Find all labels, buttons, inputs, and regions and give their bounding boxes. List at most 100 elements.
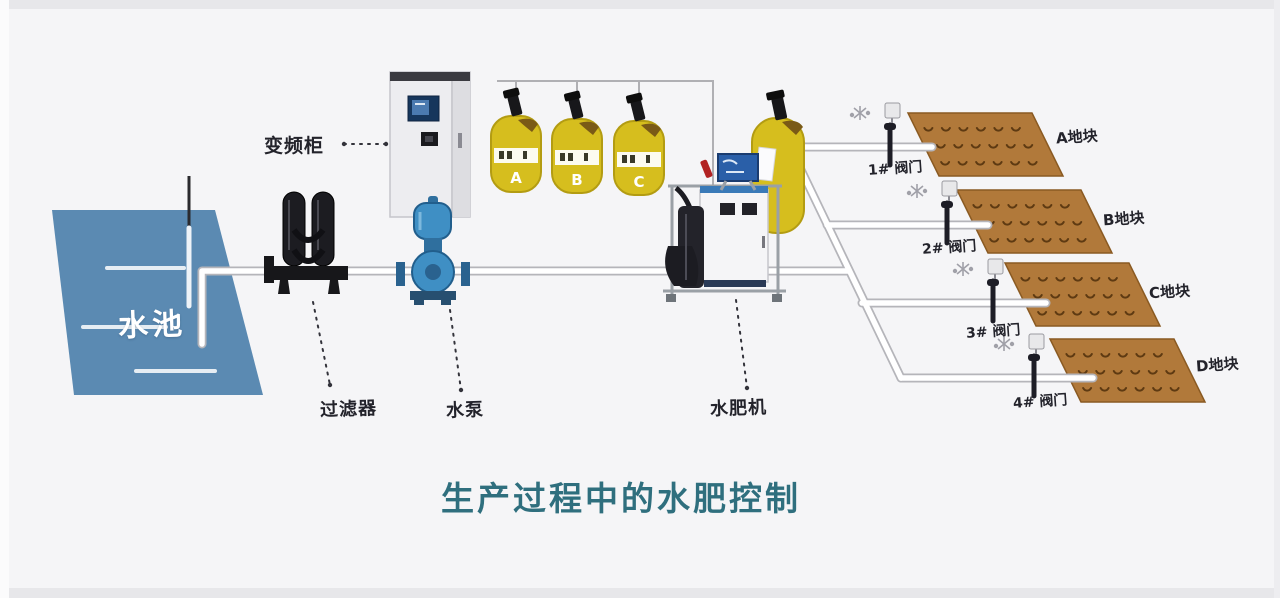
filter-base [272,266,348,280]
filter-cross-pipes [291,228,326,264]
filter-leg [328,280,340,294]
pump-label: 水泵 [445,399,485,422]
pump-neck [424,238,442,252]
plot-d-label: D地块 [1195,354,1240,376]
tank-valve-icon [625,92,646,122]
tank-valve-icon [563,90,584,120]
solenoid-box [987,258,1004,275]
machine-gauge-right [742,203,757,215]
filter-pointer-line [312,301,331,386]
sprinkler-icon [993,337,1015,351]
machine-top-strip [700,186,768,193]
sprinkler-icon [906,184,928,198]
tank-letter-b: B [571,171,582,189]
filter-leg [278,280,290,294]
keypad-window [425,136,433,142]
solenoid-box [941,180,958,197]
pump-foot [414,299,424,305]
dosing-body [665,246,699,286]
monitor-stand [719,180,728,191]
top-edge-band [0,0,1280,9]
machine-label: 水肥机 [709,397,768,420]
valve-1 [849,102,901,168]
valve-handle [884,123,896,130]
right-edge-band [1274,0,1280,598]
annotation-lines [312,143,748,391]
tank-band-marks [622,155,650,163]
valve-1-label: 1# 阀门 [867,159,923,179]
valve-4 [993,333,1045,399]
fertigation-machine [663,146,786,302]
fertilizer-tank-c: C [613,92,665,196]
cart-foot [772,294,782,302]
filter-unit [264,191,348,294]
volute-hub [425,264,441,280]
machine-door-handle [762,236,765,248]
pump-base [410,291,456,300]
valve-2-label: 2# 阀门 [921,238,977,258]
plot-c-label: C地块 [1148,281,1191,303]
crop-rows [923,127,1038,166]
pump-pointer-line [449,309,462,391]
pump-outlet-flange [461,262,470,286]
pool-label: 水池 [117,306,187,345]
plot-field-d [1048,338,1207,403]
annotation-dots [327,141,750,393]
valve-3 [952,258,1004,324]
fertilizer-tank-a: A [490,87,542,193]
valve-2 [906,180,958,246]
tank-letter-a: A [510,169,522,187]
pump-inlet-flange [396,262,405,286]
plot-field-c [1003,262,1162,327]
red-lever [700,159,713,178]
water-ripples [81,266,217,373]
tank-letter-c: C [633,173,644,191]
cabinet-door-shade [453,80,470,217]
valve-3-label: 3# 阀门 [965,322,1021,342]
valve-handle [987,279,999,286]
crop-rows [1020,277,1135,316]
water-pump [396,196,470,305]
cart-foot [666,294,676,302]
fertilizer-tanks: A B [490,87,805,234]
zone-valves [849,102,1045,399]
sprinkler-icon [952,262,974,276]
tank-band-marks [560,153,588,161]
bottom-edge-band [0,588,1280,598]
machine-pointer-line [735,299,748,389]
filter-label: 过滤器 [319,398,378,421]
machine-monitor [717,153,759,191]
tank-collar [782,120,803,135]
cabinet-top-strip [390,72,470,81]
manifold-trunk [787,144,904,381]
solenoid-box [1028,333,1045,350]
tank-collar [579,121,599,135]
pool-surface [52,210,263,395]
main-pipe [199,268,852,347]
dosing-pump-unit [665,159,713,288]
filter-flange [264,256,274,283]
plot-b-label: B地块 [1102,208,1146,230]
tank-valve-icon [766,89,788,121]
monitor-graphics [722,159,744,173]
cabinet-screen-glow [412,100,429,115]
diagram-title: 生产过程中的水肥控制 [441,479,801,518]
tank-collar [641,123,661,137]
vfd-cabinet [389,71,471,218]
cabinet-label: 变频柜 [264,135,325,157]
cabinet-handle [458,133,462,148]
valve-4-label: 4# 阀门 [1012,392,1068,412]
solenoid-box [884,102,901,119]
left-edge-band [0,0,9,598]
dosing-hose [674,186,693,210]
machine-shelf-strip [704,280,766,287]
tank-band-marks [499,151,527,159]
pump-foot [441,299,451,305]
valve-handle [1028,354,1040,361]
tank-valve-icon [502,87,523,117]
water-pool [52,176,263,395]
plot-field-a [906,112,1065,177]
fertilizer-tank-b: B [551,90,603,194]
valve-handle [941,201,953,208]
monitor-stand [748,180,757,191]
